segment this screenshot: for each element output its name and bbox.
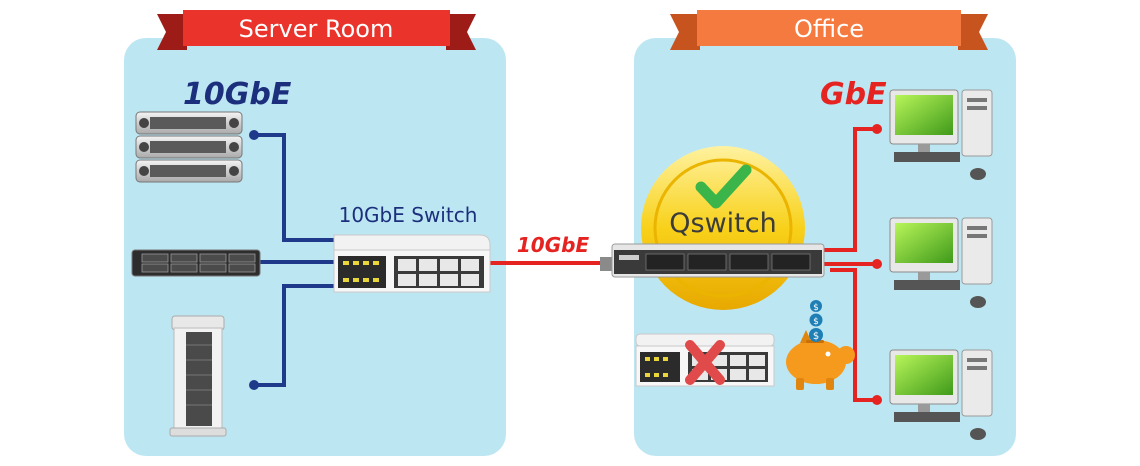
- svg-text:$: $: [813, 303, 819, 313]
- uplink-connector: [600, 257, 612, 271]
- link-dot: [249, 380, 259, 390]
- qswitch-badge: Qswitch: [641, 146, 805, 310]
- server-room-banner: Server Room: [157, 10, 476, 50]
- link-dot: [872, 395, 882, 405]
- uplink-speed-label: 10GbE: [517, 233, 590, 257]
- office-speed-label: GbE: [820, 77, 887, 112]
- svg-text:$: $: [813, 317, 819, 327]
- server-room-title: Server Room: [239, 15, 394, 43]
- office-banner: Office: [670, 10, 988, 50]
- link-dot: [249, 130, 259, 140]
- cross-icon: [685, 340, 725, 385]
- link-dot: [872, 124, 882, 134]
- switch-label: 10GbE Switch: [339, 203, 478, 227]
- nas-icon: [131, 249, 261, 277]
- server-room-speed-label: 10GbE: [183, 77, 292, 112]
- rack-server-icon: [135, 111, 243, 183]
- crossed-switch: [635, 333, 775, 387]
- tower-server-icon: [169, 315, 227, 437]
- desktop-pc-icon: [889, 349, 993, 440]
- link-dot: [872, 259, 882, 269]
- qswitch-icon: [611, 243, 825, 278]
- coin-dollar-icon: $ $ $: [809, 300, 823, 342]
- server-room-links: [254, 133, 334, 387]
- switch-10gbe-icon: [333, 234, 491, 293]
- piggy-bank-icon: [786, 330, 855, 390]
- qswitch-label: Qswitch: [669, 208, 776, 239]
- desktop-pc-icon: [889, 89, 993, 180]
- svg-text:$: $: [813, 331, 819, 342]
- office-title: Office: [794, 15, 864, 43]
- desktop-pc-icon: [889, 217, 993, 308]
- checkmark-icon: [695, 164, 752, 209]
